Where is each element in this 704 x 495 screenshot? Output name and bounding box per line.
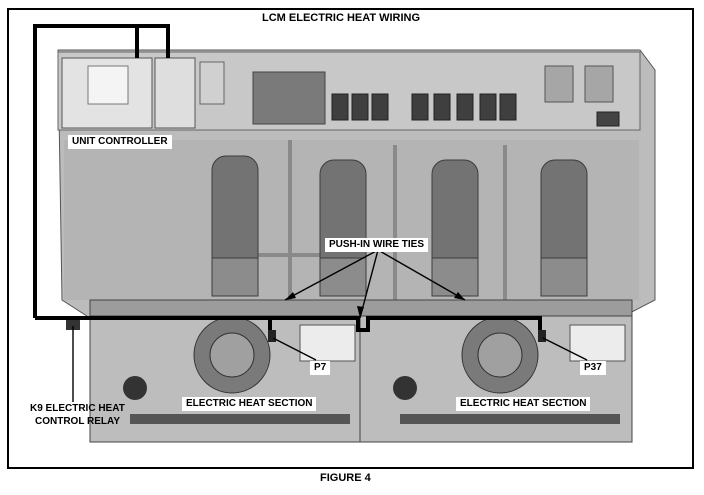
leader-lines <box>72 249 588 402</box>
figure-caption: FIGURE 4 <box>320 472 371 484</box>
burner-assembly-left <box>123 376 147 400</box>
heating-element-left <box>130 414 350 424</box>
heat-control-board-left <box>299 324 356 362</box>
fuse-block <box>199 61 225 105</box>
k9-label-line2: CONTROL RELAY <box>35 416 121 427</box>
figure-title: LCM ELECTRIC HEAT WIRING <box>262 12 421 24</box>
blower-left <box>193 316 271 394</box>
electric-heat-section-left-label: ELECTRIC HEAT SECTION <box>182 397 317 411</box>
controller-display <box>87 65 129 105</box>
p7-connector <box>268 330 276 342</box>
unit-controller-label: UNIT CONTROLLER <box>68 135 172 149</box>
leader-arrows <box>285 292 465 318</box>
burner-assembly-right <box>393 376 417 400</box>
terminal-block <box>596 111 620 127</box>
drive-panel <box>252 71 326 125</box>
k9-relay <box>66 318 80 330</box>
transformer-2 <box>584 65 614 103</box>
push-in-wire-ties-label: PUSH-IN WIRE TIES <box>325 238 429 252</box>
p37-connector <box>538 330 546 342</box>
p37-label: P37 <box>580 361 606 375</box>
blower-right <box>461 316 539 394</box>
k9-label-line1: K9 ELECTRIC HEAT <box>30 403 125 414</box>
figure-frame <box>7 8 694 469</box>
heat-control-board-right <box>569 324 626 362</box>
transformer-1 <box>544 65 574 103</box>
contactor-bank <box>331 93 517 121</box>
electric-heat-section-right-label: ELECTRIC HEAT SECTION <box>456 397 591 411</box>
wiring-harness <box>33 24 542 332</box>
p7-label: P7 <box>310 361 331 375</box>
heating-element-right <box>400 414 620 424</box>
controller-io-board <box>154 57 196 129</box>
